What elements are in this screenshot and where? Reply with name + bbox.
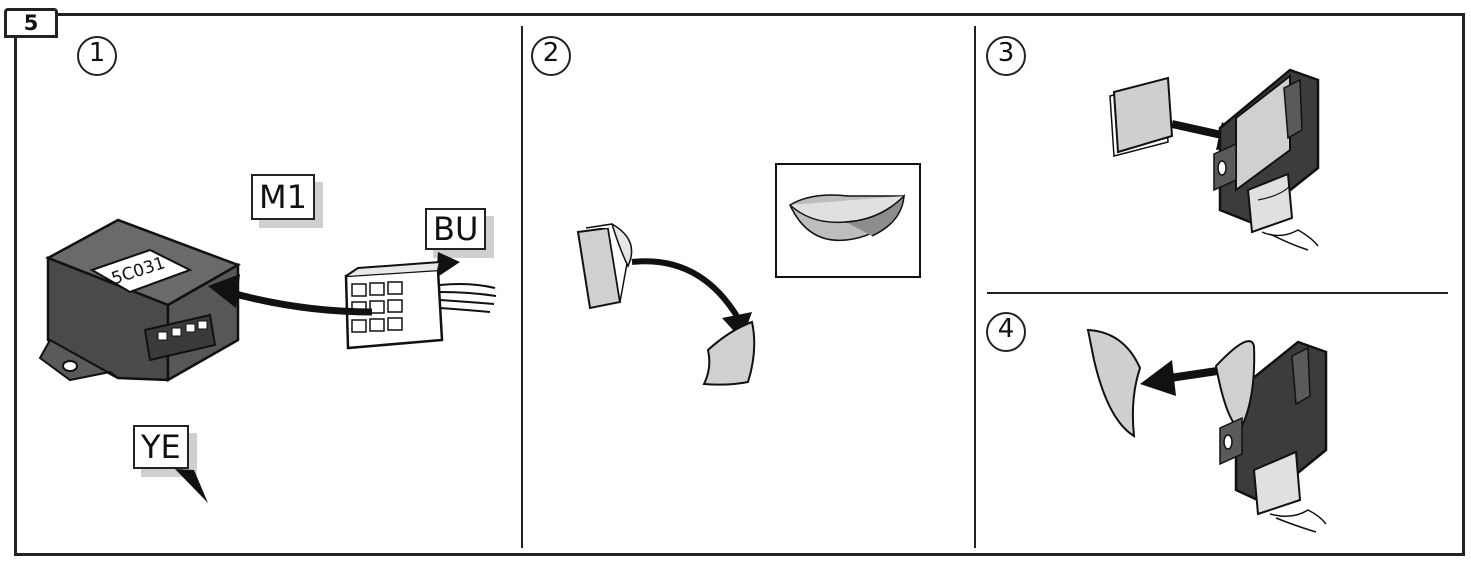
connector-label: BU [425, 208, 487, 250]
wire-label-pointer [175, 469, 208, 503]
diagram-frame [14, 13, 1465, 556]
connector-label-pointer [436, 252, 460, 278]
control-module-step4-icon [1214, 340, 1328, 533]
insert-arrow-icon [227, 288, 373, 316]
divider-3-4 [987, 292, 1448, 294]
panel-number-2: 2 [531, 36, 571, 76]
peel-backing-arrow-icon [631, 258, 741, 320]
peeled-backing-icon [702, 320, 756, 386]
panel-number-3: 3 [986, 36, 1026, 76]
apply-pad-arrow-icon [1171, 120, 1227, 140]
adhesive-pad-icon [576, 223, 633, 310]
adhesive-pad-step3-icon [1109, 76, 1174, 157]
control-module-icon: 5C031 [38, 218, 241, 383]
step-number-tab: 5 [4, 8, 58, 38]
insert-arrow-head [208, 274, 240, 308]
divider-2-3 [974, 26, 976, 548]
panel-number-4: 4 [986, 312, 1026, 352]
panel-number-1: 1 [77, 36, 117, 76]
removed-liner-icon [1086, 328, 1142, 438]
wire-label: YE [133, 425, 189, 469]
divider-1-2 [521, 26, 523, 548]
module-label: M1 [251, 174, 315, 220]
remove-liner-arrow-head [1140, 360, 1176, 396]
wire-connector-icon [344, 260, 497, 350]
control-module-step3-icon [1213, 68, 1320, 251]
adhesive-detail-icon [775, 163, 921, 278]
remove-liner-arrow-icon [1169, 366, 1225, 382]
